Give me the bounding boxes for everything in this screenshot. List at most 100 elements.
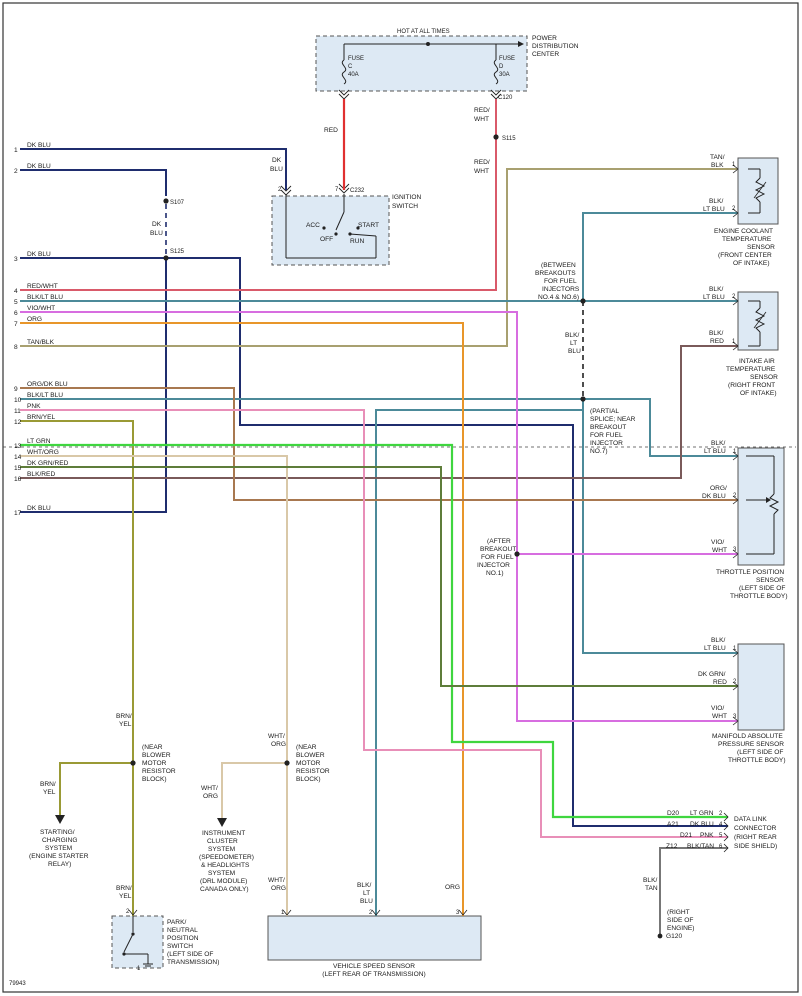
pdc-name-1: POWER (532, 35, 557, 42)
note-blower2-4: RESISTOR (296, 768, 330, 775)
splice-label-s115: S115 (502, 136, 516, 142)
iat-name-5: OF INTAKE) (740, 390, 777, 397)
ect-thermistor-icon (748, 168, 767, 214)
iat-pin2-label-a: BLK/ (709, 286, 723, 293)
wire-label-blk-lt-blu-vert-b: LT (570, 340, 577, 347)
ect-name-2: TEMPERATURE (722, 236, 772, 243)
connector-c232: C232 (350, 188, 365, 194)
pin-label-8: TAN/BLK (27, 339, 55, 346)
pin-num-9: 9 (14, 386, 18, 393)
ground-label-3: ENGINE) (667, 925, 694, 932)
pnp-name-1: PARK/ (167, 919, 186, 926)
tps-name-4: THROTTLE BODY) (730, 593, 788, 600)
map-name-3: (LEFT SIDE OF (737, 749, 783, 756)
note-between-4: INJECTORS (542, 286, 580, 293)
ignition-switch-box (271, 195, 390, 266)
pin-num-6: 6 (14, 310, 18, 317)
tps-pin-3: 3 (733, 547, 737, 553)
fuse-c-line-2: C (348, 64, 353, 70)
arrow-starting (55, 815, 65, 824)
pin-num-4: 4 (14, 288, 18, 295)
pin-num-14: 14 (14, 454, 22, 461)
wire-vio-wht (20, 311, 738, 722)
wire-label-blk-tan-b: TAN (645, 885, 658, 892)
note-after-1: (AFTER (487, 538, 511, 545)
dlc-pin-4: 4 (719, 822, 723, 828)
cluster-name-7: (DRL MODULE) (200, 878, 247, 885)
wire-label-wht-org-2a: WHT/ (201, 785, 218, 792)
park-neutral-switch-box (111, 915, 164, 969)
tps-name-2: SENSOR (756, 577, 784, 584)
note-after-5: NO.1) (486, 570, 504, 577)
wire-blk-lt-blu-ect (582, 212, 738, 301)
pin-num-11: 11 (14, 408, 21, 415)
map-pin-1: 1 (733, 646, 737, 652)
note-partial-5: INJECTOR (590, 440, 623, 447)
wire-label-blk-lt-blu-vss-a: BLK/ (357, 882, 371, 889)
pnp-name-2: NEUTRAL (167, 927, 198, 934)
dlc-wire-pnk: PNK (700, 832, 714, 839)
pin-num-2: 2 (14, 168, 18, 175)
dlc-wire-blk-tan: BLK/TAN (687, 843, 714, 850)
map-pin1-label-b: LT BLU (704, 645, 726, 652)
wire-blk-lt-blu-vss (375, 399, 584, 916)
note-blower1-4: RESISTOR (142, 768, 176, 775)
wire-wht-org-cluster (221, 762, 287, 818)
pin-label-3: DK BLU (27, 251, 51, 258)
wire-brn-yel (20, 420, 134, 916)
wire-dk-blu-pin1 (20, 148, 287, 190)
fuse-c-line-3: 40A (348, 72, 359, 78)
ground-name: G120 (666, 933, 682, 940)
iat-pin1-label-b: RED (710, 338, 724, 345)
map-pin-2: 2 (733, 679, 737, 685)
tps-sensor-box (737, 447, 785, 566)
wire-label-wht-org-2b: ORG (203, 793, 218, 800)
fuse-c-line-1: FUSE (348, 56, 364, 62)
wire-label-org-vss: ORG (445, 884, 460, 891)
tps-pin1-label-a: BLK/ (711, 440, 725, 447)
tps-pin3-label-b: WHT (712, 547, 727, 554)
dlc-cavity-d20: D20 (667, 810, 679, 817)
wire-label-dk-blu-ign-a: DK (272, 157, 282, 164)
ect-pin2-label-b: LT BLU (703, 206, 725, 213)
starting-name-4: (ENGINE STARTER (29, 853, 89, 860)
splice-label-s125: S125 (170, 249, 185, 255)
iat-pin-2: 2 (732, 294, 736, 300)
fuse-d-icon (493, 59, 499, 85)
starting-name-5: RELAY) (48, 861, 71, 868)
wire-label-blk-tan-a: BLK/ (643, 877, 657, 884)
pin-num-15: 15 (14, 465, 22, 472)
fuse-c-icon (341, 59, 347, 85)
hot-at-all-times-label: HOT AT ALL TIMES (397, 29, 450, 35)
ect-pin-1: 1 (732, 162, 736, 168)
pnp-pin-2: 2 (126, 909, 130, 915)
tps-pin-2: 2 (733, 493, 737, 499)
wire-label-brn-yel-3b: YEL (119, 893, 132, 900)
wire-label-brn-yel-3a: BRN/ (116, 885, 132, 892)
wire-label-dk-blu-ign-b: BLU (270, 166, 283, 173)
dlc-name-3: (RIGHT REAR (734, 834, 777, 841)
ignition-switch-name-2: SWITCH (392, 203, 418, 210)
note-partial-1: (PARTIAL (590, 408, 619, 415)
pin-num-5: 5 (14, 299, 18, 306)
tps-pin-1: 1 (733, 449, 737, 455)
iat-name-3: SENSOR (750, 374, 778, 381)
ect-pin-2: 2 (732, 206, 736, 212)
ignition-off: OFF (320, 236, 333, 243)
ect-pin1-label-a: TAN/ (710, 154, 725, 161)
ect-pin1-label-b: BLK (711, 162, 724, 169)
tps-pin2-label-a: ORG/ (710, 485, 727, 492)
splice-s125 (163, 255, 169, 261)
ect-name-5: OF INTAKE) (733, 260, 770, 267)
wire-dk-blu-pin2 (20, 169, 167, 196)
starting-name-1: STARTING/ (40, 829, 75, 836)
ground-label-1: (RIGHT (667, 909, 690, 916)
wire-red-wht (20, 99, 497, 291)
pin-label-17: DK BLU (27, 505, 51, 512)
pin-label-7: ORG (27, 316, 42, 323)
pin-num-13: 13 (14, 443, 22, 450)
map-name-1: MANIFOLD ABSOLUTE (712, 733, 783, 740)
ground-label-2: SIDE OF (667, 917, 693, 924)
wire-label-blk-lt-blu-vert-a: BLK/ (565, 332, 579, 339)
pdc-name-2: DISTRIBUTION (532, 43, 579, 50)
